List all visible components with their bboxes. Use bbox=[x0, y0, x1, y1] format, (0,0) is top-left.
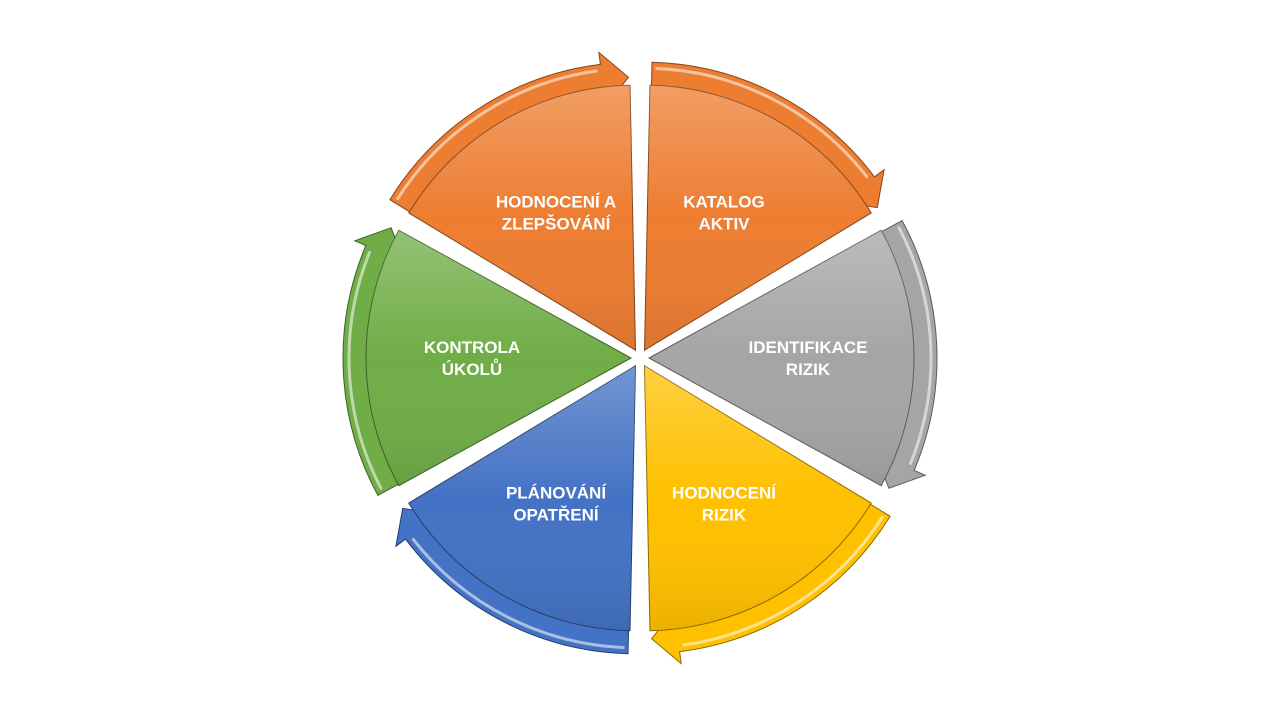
cycle-arrow-highlight-hodnoceni bbox=[682, 515, 884, 647]
segments-layer bbox=[365, 84, 915, 632]
cycle-label-planovani: PLÁNOVÁNÍ OPATŘENÍ bbox=[506, 484, 607, 525]
cycle-segment-gloss-zlepsovani bbox=[408, 85, 636, 351]
cycle-arrow-highlight-kontrola bbox=[347, 250, 383, 490]
labels-layer: KATALOG AKTIV IDENTIFIKACE RIZIK HODNOCENÍ RI… bbox=[424, 193, 868, 525]
cycle-label-line: RIZIK bbox=[702, 506, 747, 525]
cycle-label-line: HODNOCENÍ bbox=[672, 484, 777, 503]
cycle-segment-gloss-identifikace bbox=[649, 230, 914, 486]
cycle-label-line: HODNOCENÍ A bbox=[496, 193, 616, 212]
cycle-label-line: ZLEPŠOVÁNÍ bbox=[502, 215, 612, 234]
cycle-segment-gloss-hodnoceni bbox=[644, 365, 872, 631]
cycle-label-katalog: KATALOG AKTIV bbox=[683, 193, 765, 234]
cycle-arrow-highlight-zlepsovani bbox=[396, 69, 598, 201]
cycle-arrow-highlight-identifikace bbox=[897, 226, 933, 466]
cycle-label-line: IDENTIFIKACE bbox=[749, 338, 868, 357]
cycle-label-line: KONTROLA bbox=[424, 338, 520, 357]
cycle-segment-gloss-katalog bbox=[644, 85, 872, 351]
cycle-label-identifikace: IDENTIFIKACE RIZIK bbox=[749, 338, 868, 379]
cycle-segment-gloss-planovani bbox=[408, 365, 636, 631]
cycle-label-line: RIZIK bbox=[786, 360, 831, 379]
cycle-arrow-highlight-katalog bbox=[655, 67, 869, 179]
cycle-arrow-highlight-planovani bbox=[411, 537, 625, 649]
cycle-label-hodnoceni: HODNOCENÍ RIZIK bbox=[672, 484, 777, 525]
cycle-label-line: OPATŘENÍ bbox=[513, 506, 600, 525]
cycle-label-zlepsovani: HODNOCENÍ A ZLEPŠOVÁNÍ bbox=[496, 193, 616, 234]
cycle-label-line: AKTIV bbox=[699, 215, 751, 234]
cycle-label-line: PLÁNOVÁNÍ bbox=[506, 484, 607, 503]
cycle-label-line: KATALOG bbox=[683, 193, 765, 212]
cycle-label-kontrola: KONTROLA ÚKOLŮ bbox=[424, 338, 520, 379]
cycle-segment-gloss-kontrola bbox=[366, 230, 631, 486]
cycle-label-line: ÚKOLŮ bbox=[442, 359, 502, 379]
